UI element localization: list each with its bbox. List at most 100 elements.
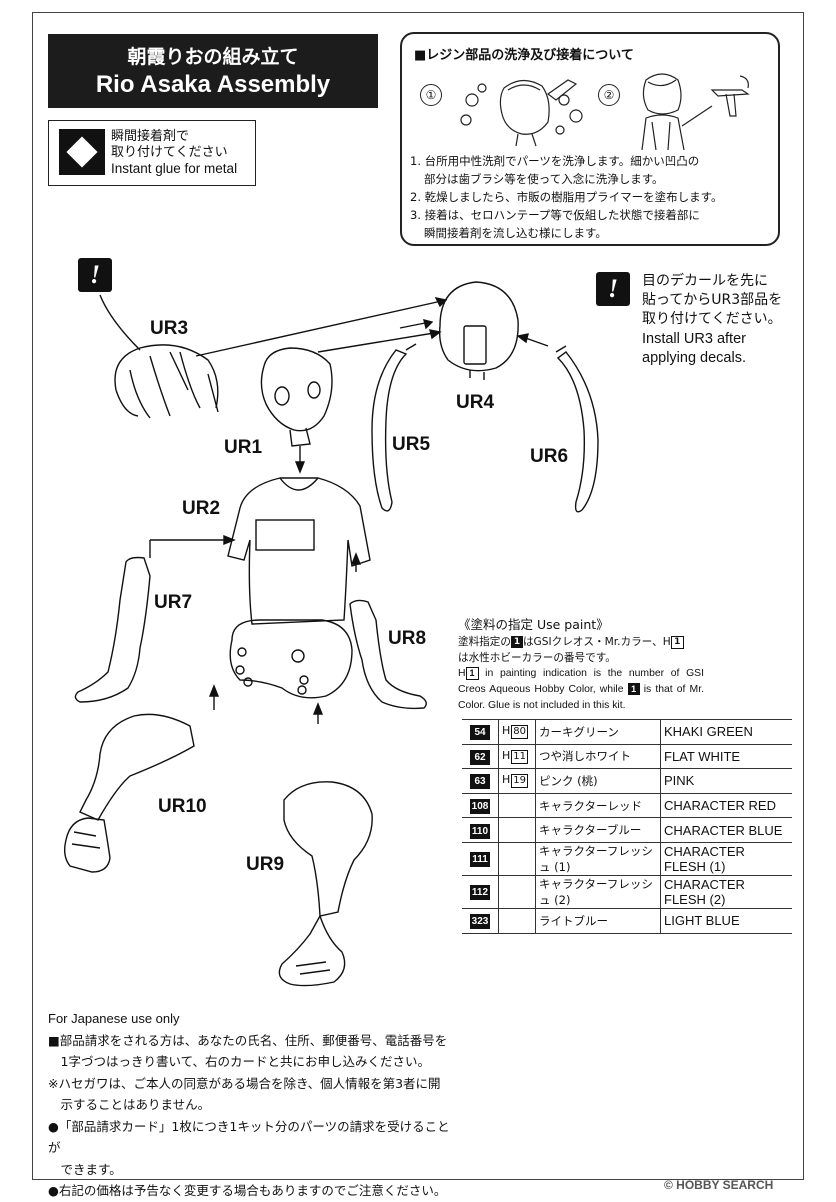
ur4-socket [463, 325, 487, 365]
japan-note-line: 示することはありません。 [48, 1097, 211, 1112]
ur3-hair [114, 344, 219, 409]
japan-note-line: できます。 [48, 1161, 122, 1177]
resin-step-3a: 3. 接着は、セロハンテープ等で仮組した状態で接着部に [410, 208, 700, 222]
caution-icon-right: ! [596, 272, 630, 306]
japan-note-line: ●右記の価格は予告なく変更する場合もありますのでご注意ください。 [48, 1183, 447, 1198]
part-label-ur1: UR1 [224, 437, 263, 458]
glue-note-en: Instant glue for metal [111, 161, 238, 176]
page-frame [32, 12, 804, 1180]
paint-name-en: LIGHT BLUE [660, 907, 792, 934]
ur2-torso [227, 477, 371, 625]
decal-note-en2: applying decals. [642, 350, 746, 366]
leader-caution-ur3 [99, 294, 141, 351]
title-jp: 朝霞りおの組み立て [127, 46, 299, 68]
step-number-1: ① [420, 84, 442, 106]
paint-name-en: FLAT WHITE [660, 743, 792, 770]
glue-diamond-icon [59, 129, 105, 175]
ur10-shoe [63, 817, 111, 873]
ur5-pigtail [371, 349, 408, 512]
arrow-ur1-ur4 [317, 331, 441, 353]
paint-name-en: CHARACTER FLESH (2) [660, 874, 792, 909]
hobby-search-watermark: © HOBBY SEARCH [664, 1178, 774, 1192]
resin-step-1b: 部分は歯ブラシ等を使って入念に洗浄します。 [424, 172, 664, 186]
paint-note-en1: H [458, 668, 466, 679]
glue-note-line2: 取り付けてください [111, 145, 228, 160]
hobby-color-badge: 1 [670, 635, 684, 649]
paint-name-en: PINK [660, 768, 792, 794]
part-label-ur8: UR8 [388, 628, 427, 649]
h-code: 11 [511, 749, 529, 764]
caution-icon-left: ! [78, 258, 112, 292]
paint-note-jp3: は水性ホビーカラーの番号です。 [458, 652, 616, 664]
paint-number: 110 [469, 823, 491, 839]
paint-number: 111 [470, 852, 490, 868]
mr-color-badge-en: 1 [627, 683, 640, 696]
paint-name-jp: ピンク (桃) [535, 768, 661, 794]
ur8-arm [349, 599, 427, 710]
decal-note-jp3: 取り付けてください。 [642, 311, 782, 327]
paint-heading: 《塗料の指定 Use paint》 [458, 617, 609, 632]
part-label-ur10: UR10 [158, 796, 207, 817]
paint-name-jp: キャラクターレッド [535, 792, 661, 819]
ur9-leg [283, 781, 373, 917]
table-row: 112 キャラクターフレッシュ (2) CHARACTER FLESH (2) [462, 874, 792, 909]
japan-note-line: ※ハセガワは、ご本人の同意がある場合を除き、個人情報を第3者に開 [48, 1075, 441, 1091]
paint-name-en: CHARACTER RED [660, 792, 792, 819]
paint-name-jp: つや消しホワイト [535, 743, 661, 770]
part-label-ur9: UR9 [246, 854, 285, 875]
paint-name-jp: キャラクターフレッシュ (2) [535, 874, 661, 909]
title-box: 朝霞りおの組み立て Rio Asaka Assembly [48, 34, 378, 108]
table-row: 110 キャラクターブルー CHARACTER BLUE [462, 817, 792, 843]
paint-name-jp: ライトブルー [535, 907, 661, 934]
japan-note-line: ■部品請求をされる方は、あなたの氏名、住所、郵便番号、電話番号を [48, 1032, 448, 1048]
japan-only-notes: For Japanese use only ■部品請求をされる方は、あなたの氏名… [48, 1008, 458, 1202]
glue-note-line1: 瞬間接着剤で [111, 129, 190, 144]
paint-name-jp: キャラクターブルー [535, 817, 661, 843]
ur6-pigtail [556, 351, 599, 513]
paint-name-en: CHARACTER BLUE [660, 817, 792, 843]
paint-number: 108 [469, 799, 491, 815]
table-row: 323 ライトブルー LIGHT BLUE [462, 907, 792, 934]
paint-number: 54 [470, 725, 490, 741]
japan-note-line: 1字づつはっきり書いて、右のカードと共にお申し込みください。 [48, 1054, 430, 1069]
paint-name-en: CHARACTER FLESH (1) [660, 841, 792, 876]
paint-number: 112 [469, 885, 491, 901]
part-label-ur7: UR7 [154, 592, 193, 613]
japan-note-line: ●「部品請求カード」1枚につき1キット分のパーツの請求を受けることが [48, 1118, 450, 1156]
paint-note-en3: is that of Mr. Color. Glue is not includ… [458, 684, 704, 711]
paint-note-jp2: はGSIクレオス・Mr.カラー、H [522, 636, 671, 648]
paint-note-jp1: 塗料指定の [458, 636, 511, 648]
paint-name-jp: キャラクターフレッシュ (1) [535, 841, 661, 876]
ur10-leg [79, 713, 195, 821]
decal-note-en1: Install UR3 after [642, 331, 746, 347]
paint-number: 63 [470, 774, 490, 790]
paint-number: 62 [470, 749, 490, 765]
decal-note: 目のデカールを先に 貼ってからUR3部品を 取り付けてください。 Install… [642, 272, 782, 367]
ur9-shoe [278, 914, 346, 987]
paint-name-jp: カーキグリーン [535, 719, 661, 745]
h-code: 80 [511, 725, 529, 740]
arrow-ur3-ur4 [195, 299, 447, 357]
paint-number: 323 [469, 914, 491, 930]
ur2-hips [229, 619, 353, 699]
part-label-ur4: UR4 [456, 392, 495, 413]
instant-glue-note: 瞬間接着剤で 取り付けてください Instant glue for metal [48, 120, 256, 186]
h-code: 19 [511, 774, 529, 789]
resin-step-3b: 瞬間接着剤を流し込む様にします。 [424, 226, 607, 240]
part-label-ur3: UR3 [150, 318, 189, 339]
part-label-ur2: UR2 [182, 498, 221, 519]
japan-notes-head: For Japanese use only [48, 1011, 180, 1026]
decal-note-jp2: 貼ってからUR3部品を [642, 292, 783, 308]
ur1-face [260, 347, 333, 432]
ur7-arm [74, 556, 151, 703]
step-number-2: ② [598, 84, 620, 106]
hobby-color-badge-en: 1 [465, 666, 479, 680]
mr-color-badge: 1 [510, 636, 523, 648]
table-row: 111 キャラクターフレッシュ (1) CHARACTER FLESH (1) [462, 841, 792, 876]
resin-parts-box: ■レジン部品の洗浄及び接着について ① ② 1. 台所用中性洗剤でパーツを洗浄し… [400, 32, 780, 246]
